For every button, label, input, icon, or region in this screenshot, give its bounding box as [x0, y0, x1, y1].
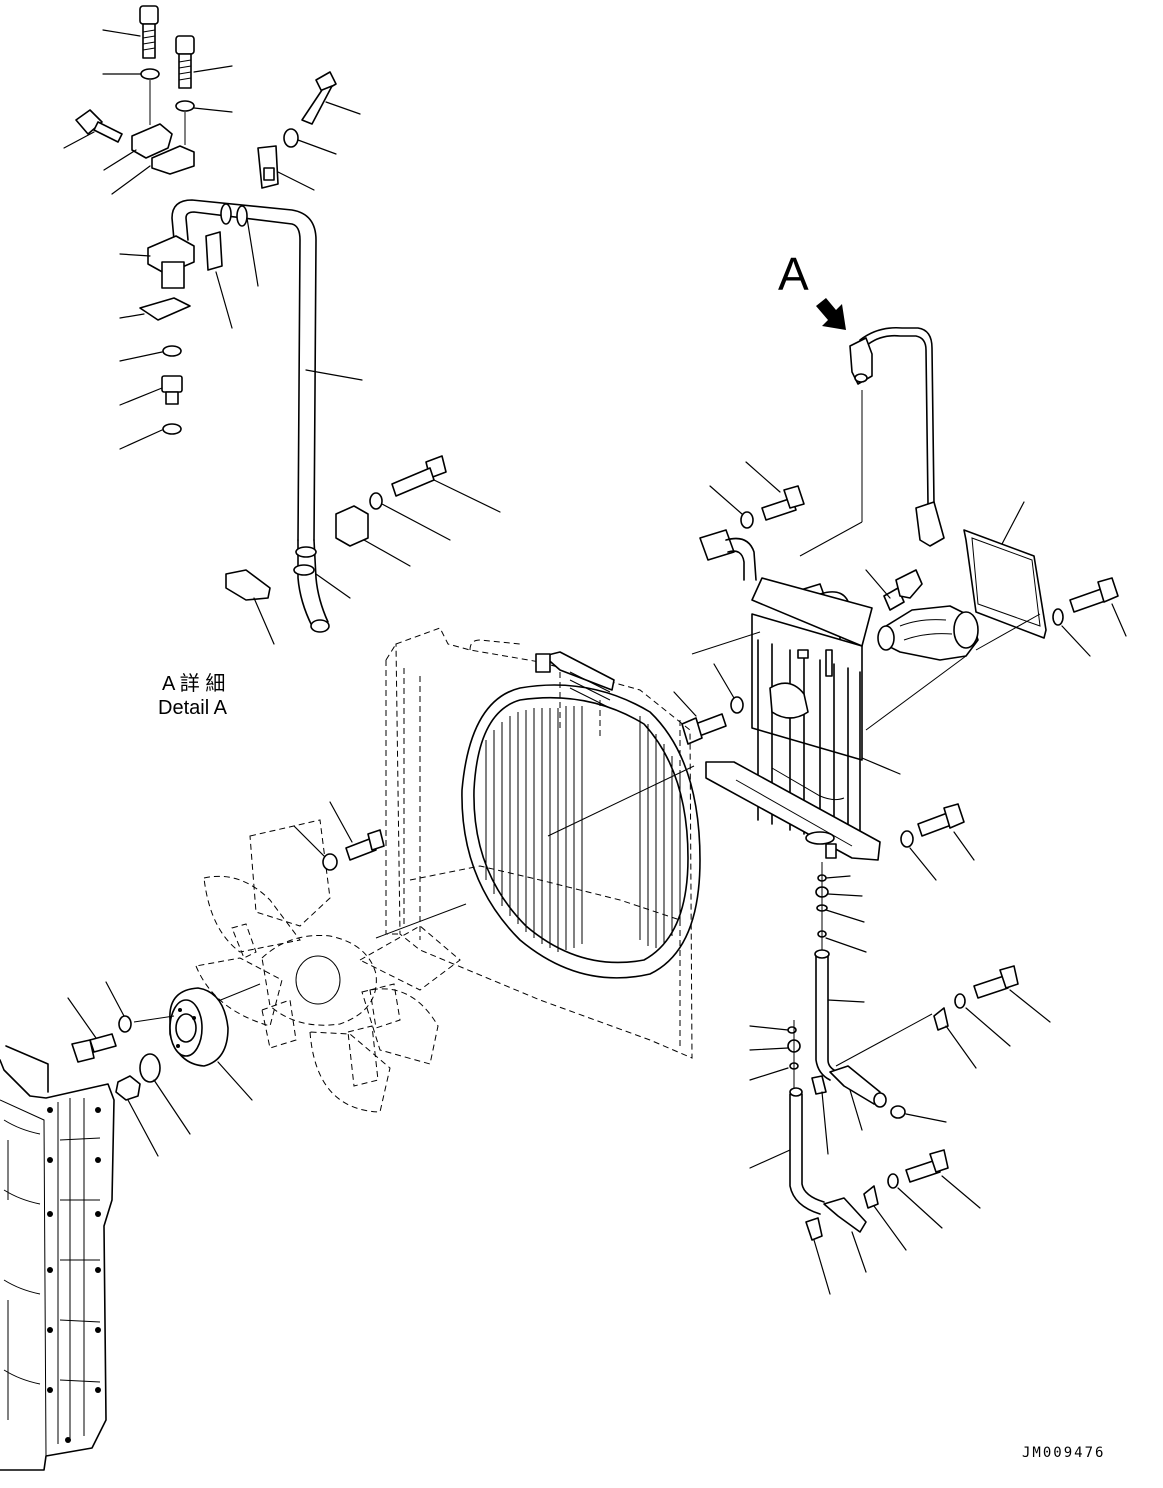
bolt-part	[67, 981, 175, 1063]
nut-part	[115, 1075, 159, 1157]
drawing-number: JM009476	[1022, 1445, 1105, 1461]
bolt-part	[63, 109, 123, 149]
bolt-part	[391, 455, 501, 513]
spacer-part	[139, 1053, 191, 1135]
view-arrow-icon	[816, 298, 846, 330]
pipe-part	[171, 199, 363, 541]
detail-a-label: A 詳 細 Detail A	[158, 672, 228, 719]
valve-part	[865, 569, 1041, 731]
fan-shroud	[385, 627, 701, 1059]
clip-part	[257, 145, 315, 191]
bolt-part	[673, 663, 744, 745]
cooling-fan	[195, 819, 467, 1113]
view-a-indicator: A	[778, 248, 846, 330]
washer-part	[140, 68, 160, 80]
view-letter: A	[778, 248, 809, 300]
o-ring-part	[162, 423, 182, 435]
pipe-end-part	[293, 539, 351, 633]
clamp-part	[335, 505, 411, 567]
o-ring-part	[162, 345, 182, 357]
bolt-part	[301, 71, 361, 125]
detail-en-label: Detail A	[158, 697, 228, 719]
gasket-part	[963, 501, 1047, 639]
bolt-part	[900, 803, 975, 881]
lower-hose-assembly	[749, 862, 1051, 1295]
bracket-part	[225, 569, 275, 645]
flange-part	[119, 235, 195, 289]
bolt-part	[709, 461, 805, 529]
bolt-part	[102, 5, 159, 59]
detail-a-assembly	[63, 5, 501, 645]
fan-pulley	[169, 987, 253, 1101]
upper-right-pipe	[799, 326, 945, 557]
bolt-part	[175, 35, 233, 89]
o-ring-part	[890, 1105, 906, 1119]
washer-part	[283, 128, 299, 148]
washer-part	[369, 492, 383, 510]
oil-cooler-assembly	[691, 529, 901, 861]
lock-plate-part	[119, 297, 191, 321]
clamp-part	[103, 123, 195, 195]
washer-part	[175, 100, 195, 112]
bolt-part	[293, 801, 385, 871]
bolt-part	[1052, 577, 1127, 657]
bracket-part	[205, 231, 233, 329]
engine-block	[0, 1045, 115, 1471]
detail-jp-label: A 詳 細	[162, 672, 225, 695]
adapter-part	[119, 375, 183, 406]
